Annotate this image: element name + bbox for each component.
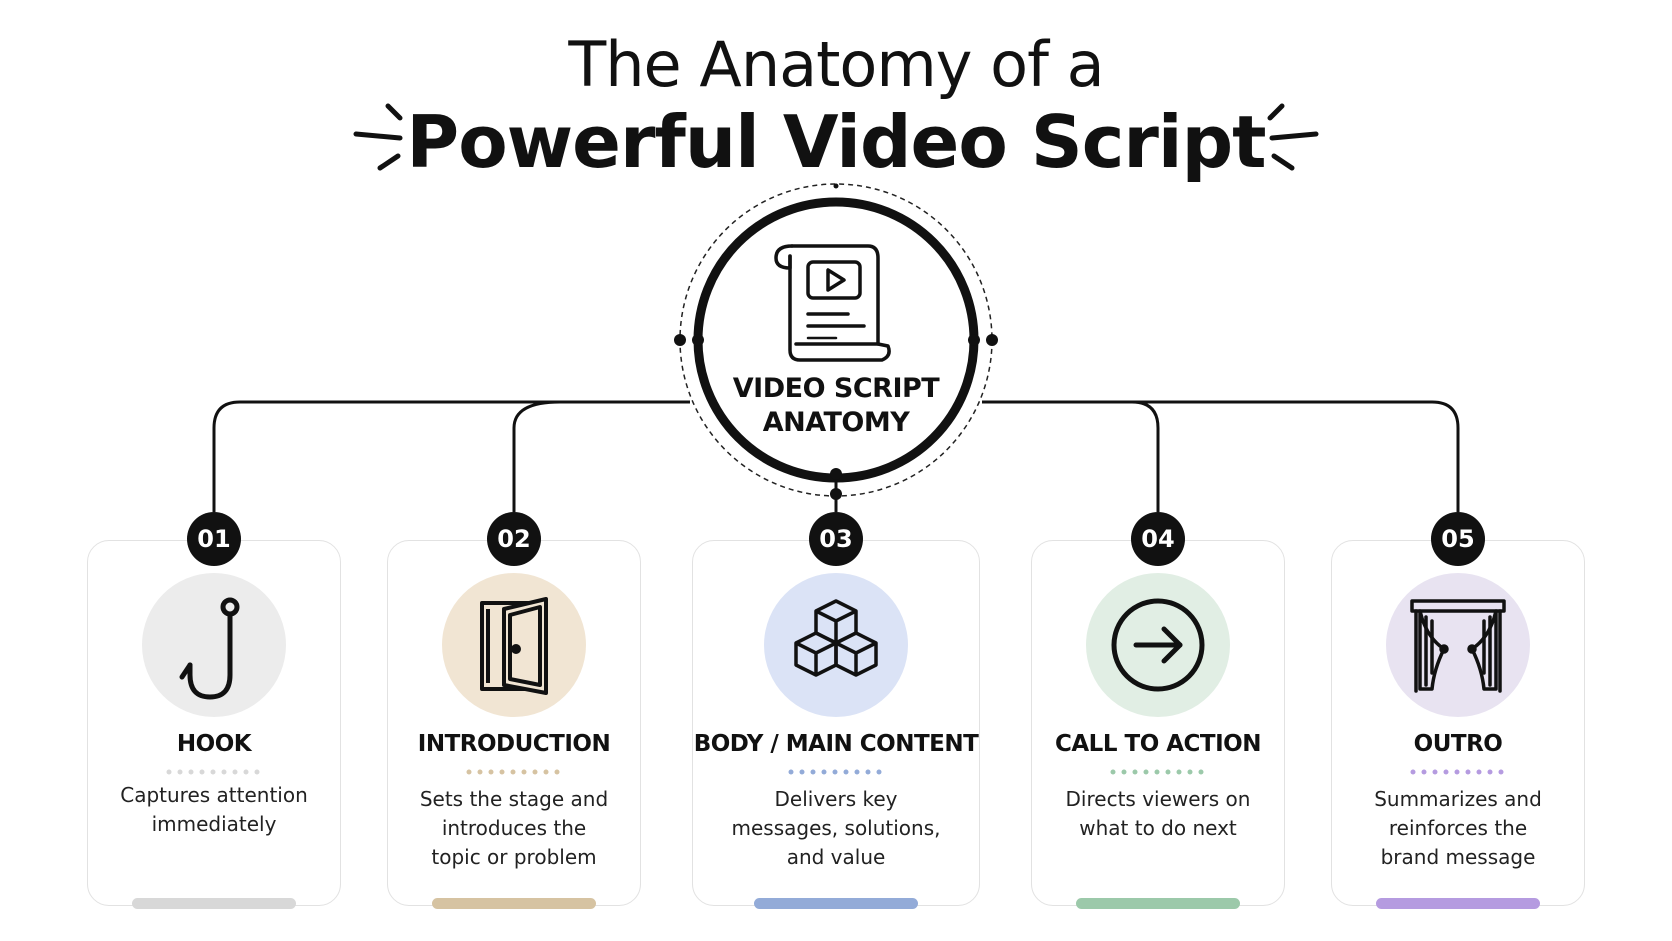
dot-divider	[1108, 769, 1208, 775]
connector-4	[982, 400, 1160, 512]
video-script-scroll-icon	[774, 244, 891, 362]
step-title: BODY / MAIN CONTENT	[693, 731, 979, 757]
hub-label-line-2: ANATOMY	[762, 407, 910, 438]
step-badge-02: 02	[487, 512, 541, 566]
accent-bar	[432, 898, 596, 909]
step-card-call-to-action: CALL TO ACTION Directs viewers on what t…	[1031, 540, 1285, 909]
dot-divider	[464, 769, 564, 775]
accent-bar	[1376, 898, 1540, 909]
step-description: Directs viewers on what to do next	[1065, 787, 1251, 840]
step-description: Sets the stage and introduces the topic …	[419, 787, 609, 869]
hook-icon	[179, 597, 240, 700]
connector-2	[512, 400, 561, 512]
arrow-circle-icon	[1111, 598, 1205, 692]
step-card-body: BODY / MAIN CONTENT Delivers key message…	[692, 540, 980, 909]
cubes-icon	[794, 599, 878, 677]
step-badge-03: 03	[809, 512, 863, 566]
step-badge-04: 04	[1131, 512, 1185, 566]
dot-divider	[786, 769, 886, 775]
step-title: OUTRO	[1413, 731, 1503, 757]
sparkle-left-icon	[353, 103, 403, 171]
accent-bar	[1076, 898, 1240, 909]
step-description: Delivers key messages, solutions, and va…	[731, 787, 941, 869]
step-card-outro: OUTRO Summarizes and reinforces the bran…	[1331, 540, 1585, 909]
step-icon-circle	[764, 573, 908, 717]
step-title: HOOK	[176, 731, 252, 757]
step-title: INTRODUCTION	[417, 731, 611, 757]
step-description: Captures attention immediately	[120, 783, 308, 836]
step-title: CALL TO ACTION	[1055, 731, 1261, 757]
title-line-1: The Anatomy of a	[568, 28, 1104, 101]
accent-bar	[132, 898, 296, 909]
door-icon	[480, 597, 548, 695]
step-badge-01: 01	[187, 512, 241, 566]
connector-5	[1100, 400, 1460, 512]
title-line-2: Powerful Video Script	[406, 100, 1266, 184]
step-card-hook: HOOK Captures attention immediately	[87, 540, 341, 909]
accent-bar	[754, 898, 918, 909]
connector-1	[212, 400, 690, 512]
step-badge-05: 05	[1431, 512, 1485, 566]
hub-label: VIDEO SCRIPT ANATOMY	[690, 372, 982, 440]
step-icon-circle	[142, 573, 286, 717]
step-icon-circle	[1086, 573, 1230, 717]
curtain-icon	[1410, 599, 1506, 693]
sparkle-right-icon	[1267, 103, 1319, 171]
dot-divider	[1408, 769, 1508, 775]
step-icon-circle	[442, 573, 586, 717]
hub-label-line-1: VIDEO SCRIPT	[732, 373, 940, 404]
step-description: Summarizes and reinforces the brand mess…	[1374, 787, 1542, 869]
step-card-introduction: INTRODUCTION Sets the stage and introduc…	[387, 540, 641, 909]
dot-divider	[164, 769, 264, 775]
step-icon-circle	[1386, 573, 1530, 717]
